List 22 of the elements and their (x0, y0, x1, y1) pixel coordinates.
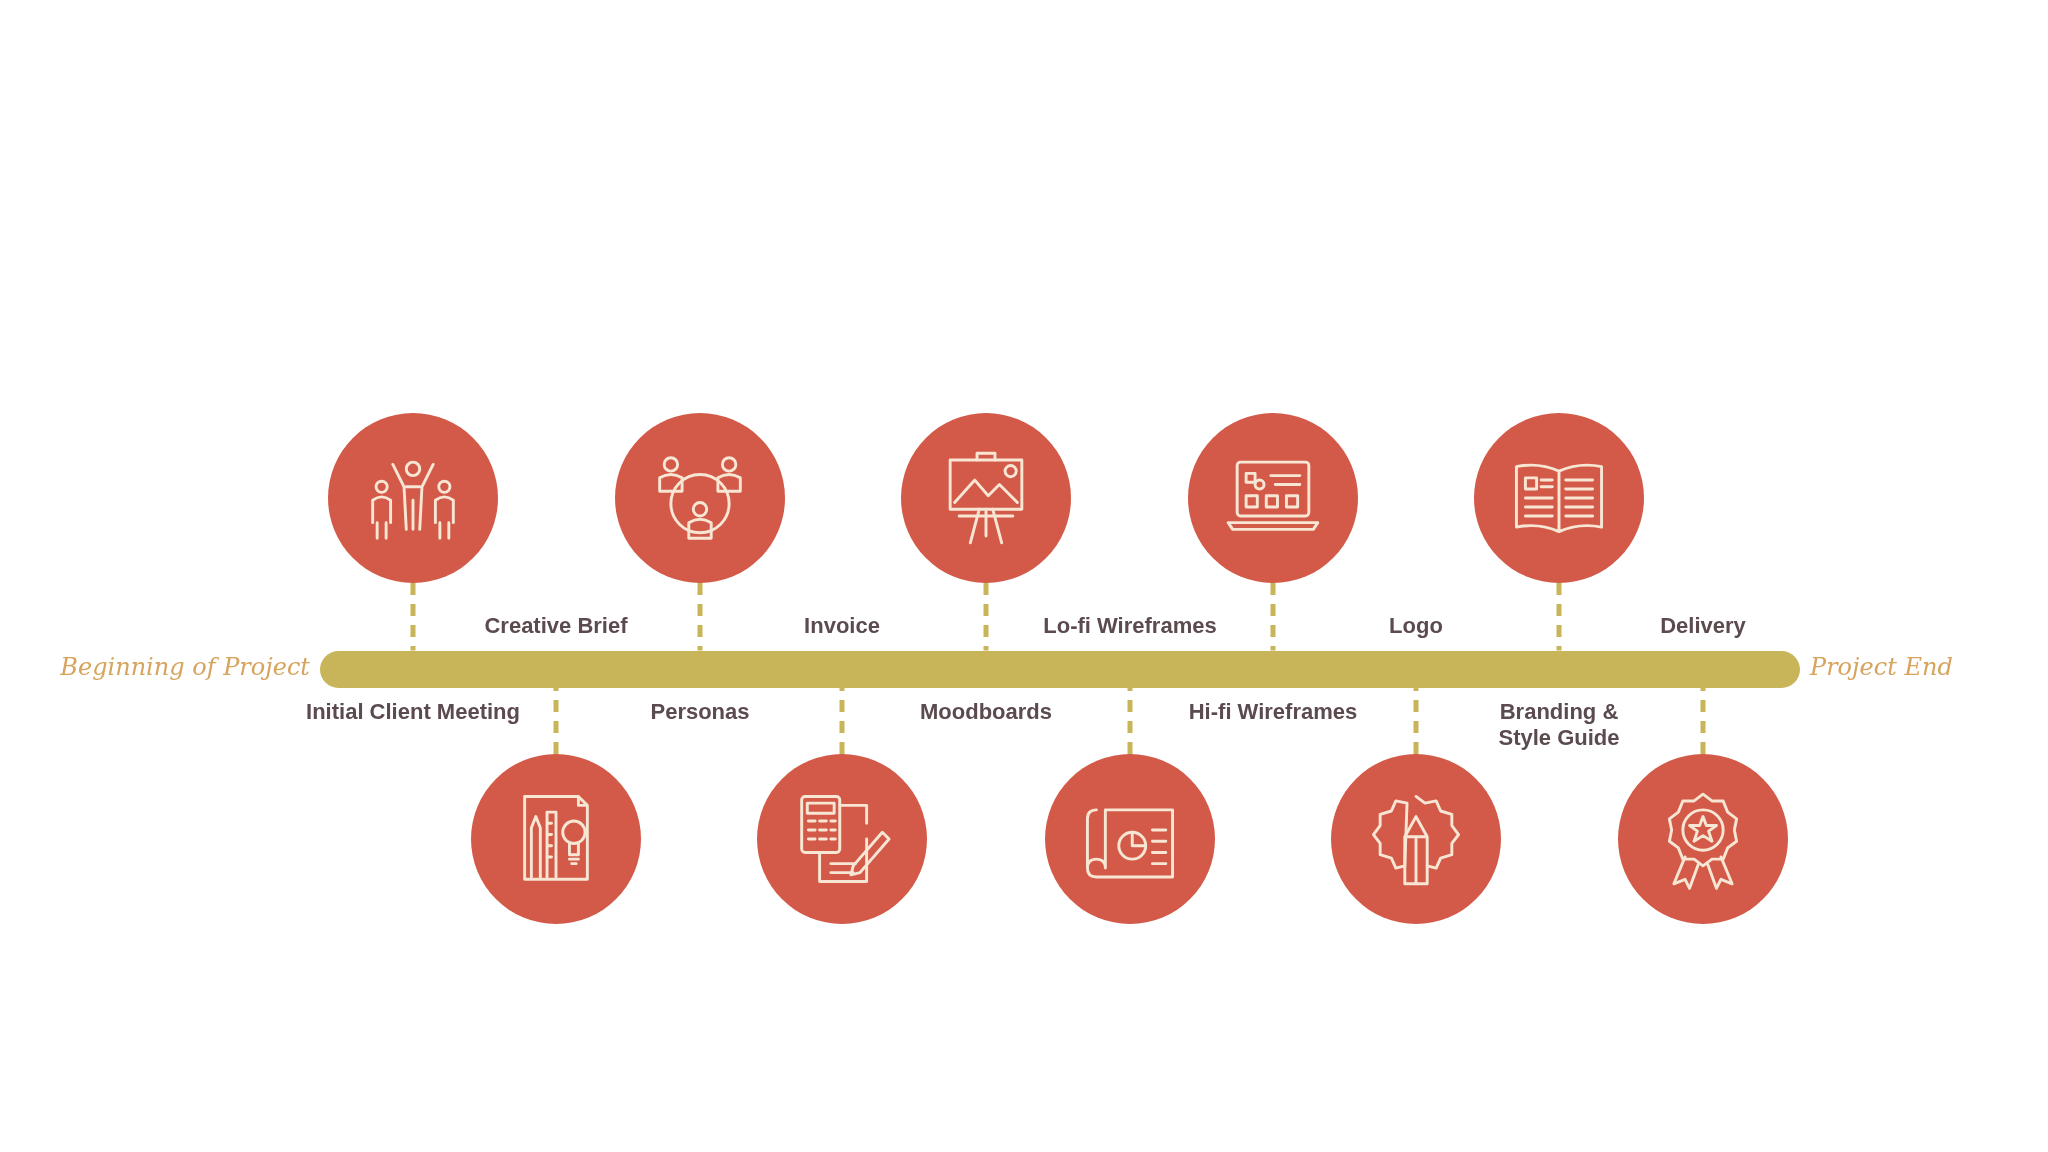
dashed-connector (553, 687, 559, 754)
step-label: Logo (1388, 613, 1444, 639)
dashed-connector (1270, 583, 1276, 651)
start-label: Beginning of Project (60, 653, 310, 681)
step-label: Lo-fi Wireframes (1042, 613, 1218, 639)
step-label: Branding & Style Guide (1497, 699, 1621, 751)
dashed-connector (1413, 687, 1419, 754)
dashed-connector (410, 583, 416, 651)
step-label: Invoice (803, 613, 881, 639)
dashed-connector (839, 687, 845, 754)
step-label: Initial Client Meeting (305, 699, 521, 725)
dashed-connector (983, 583, 989, 651)
dashed-connector (1127, 687, 1133, 754)
end-label: Project End (1810, 653, 1953, 681)
dashed-connector (697, 583, 703, 651)
dashed-connector (1556, 583, 1562, 651)
step-label: Moodboards (919, 699, 1053, 725)
step-label: Delivery (1659, 613, 1747, 639)
dashed-connector (1700, 687, 1706, 754)
step-label: Personas (649, 699, 751, 725)
step-label: Creative Brief (483, 613, 629, 639)
step-label: Hi-fi Wireframes (1187, 699, 1359, 725)
